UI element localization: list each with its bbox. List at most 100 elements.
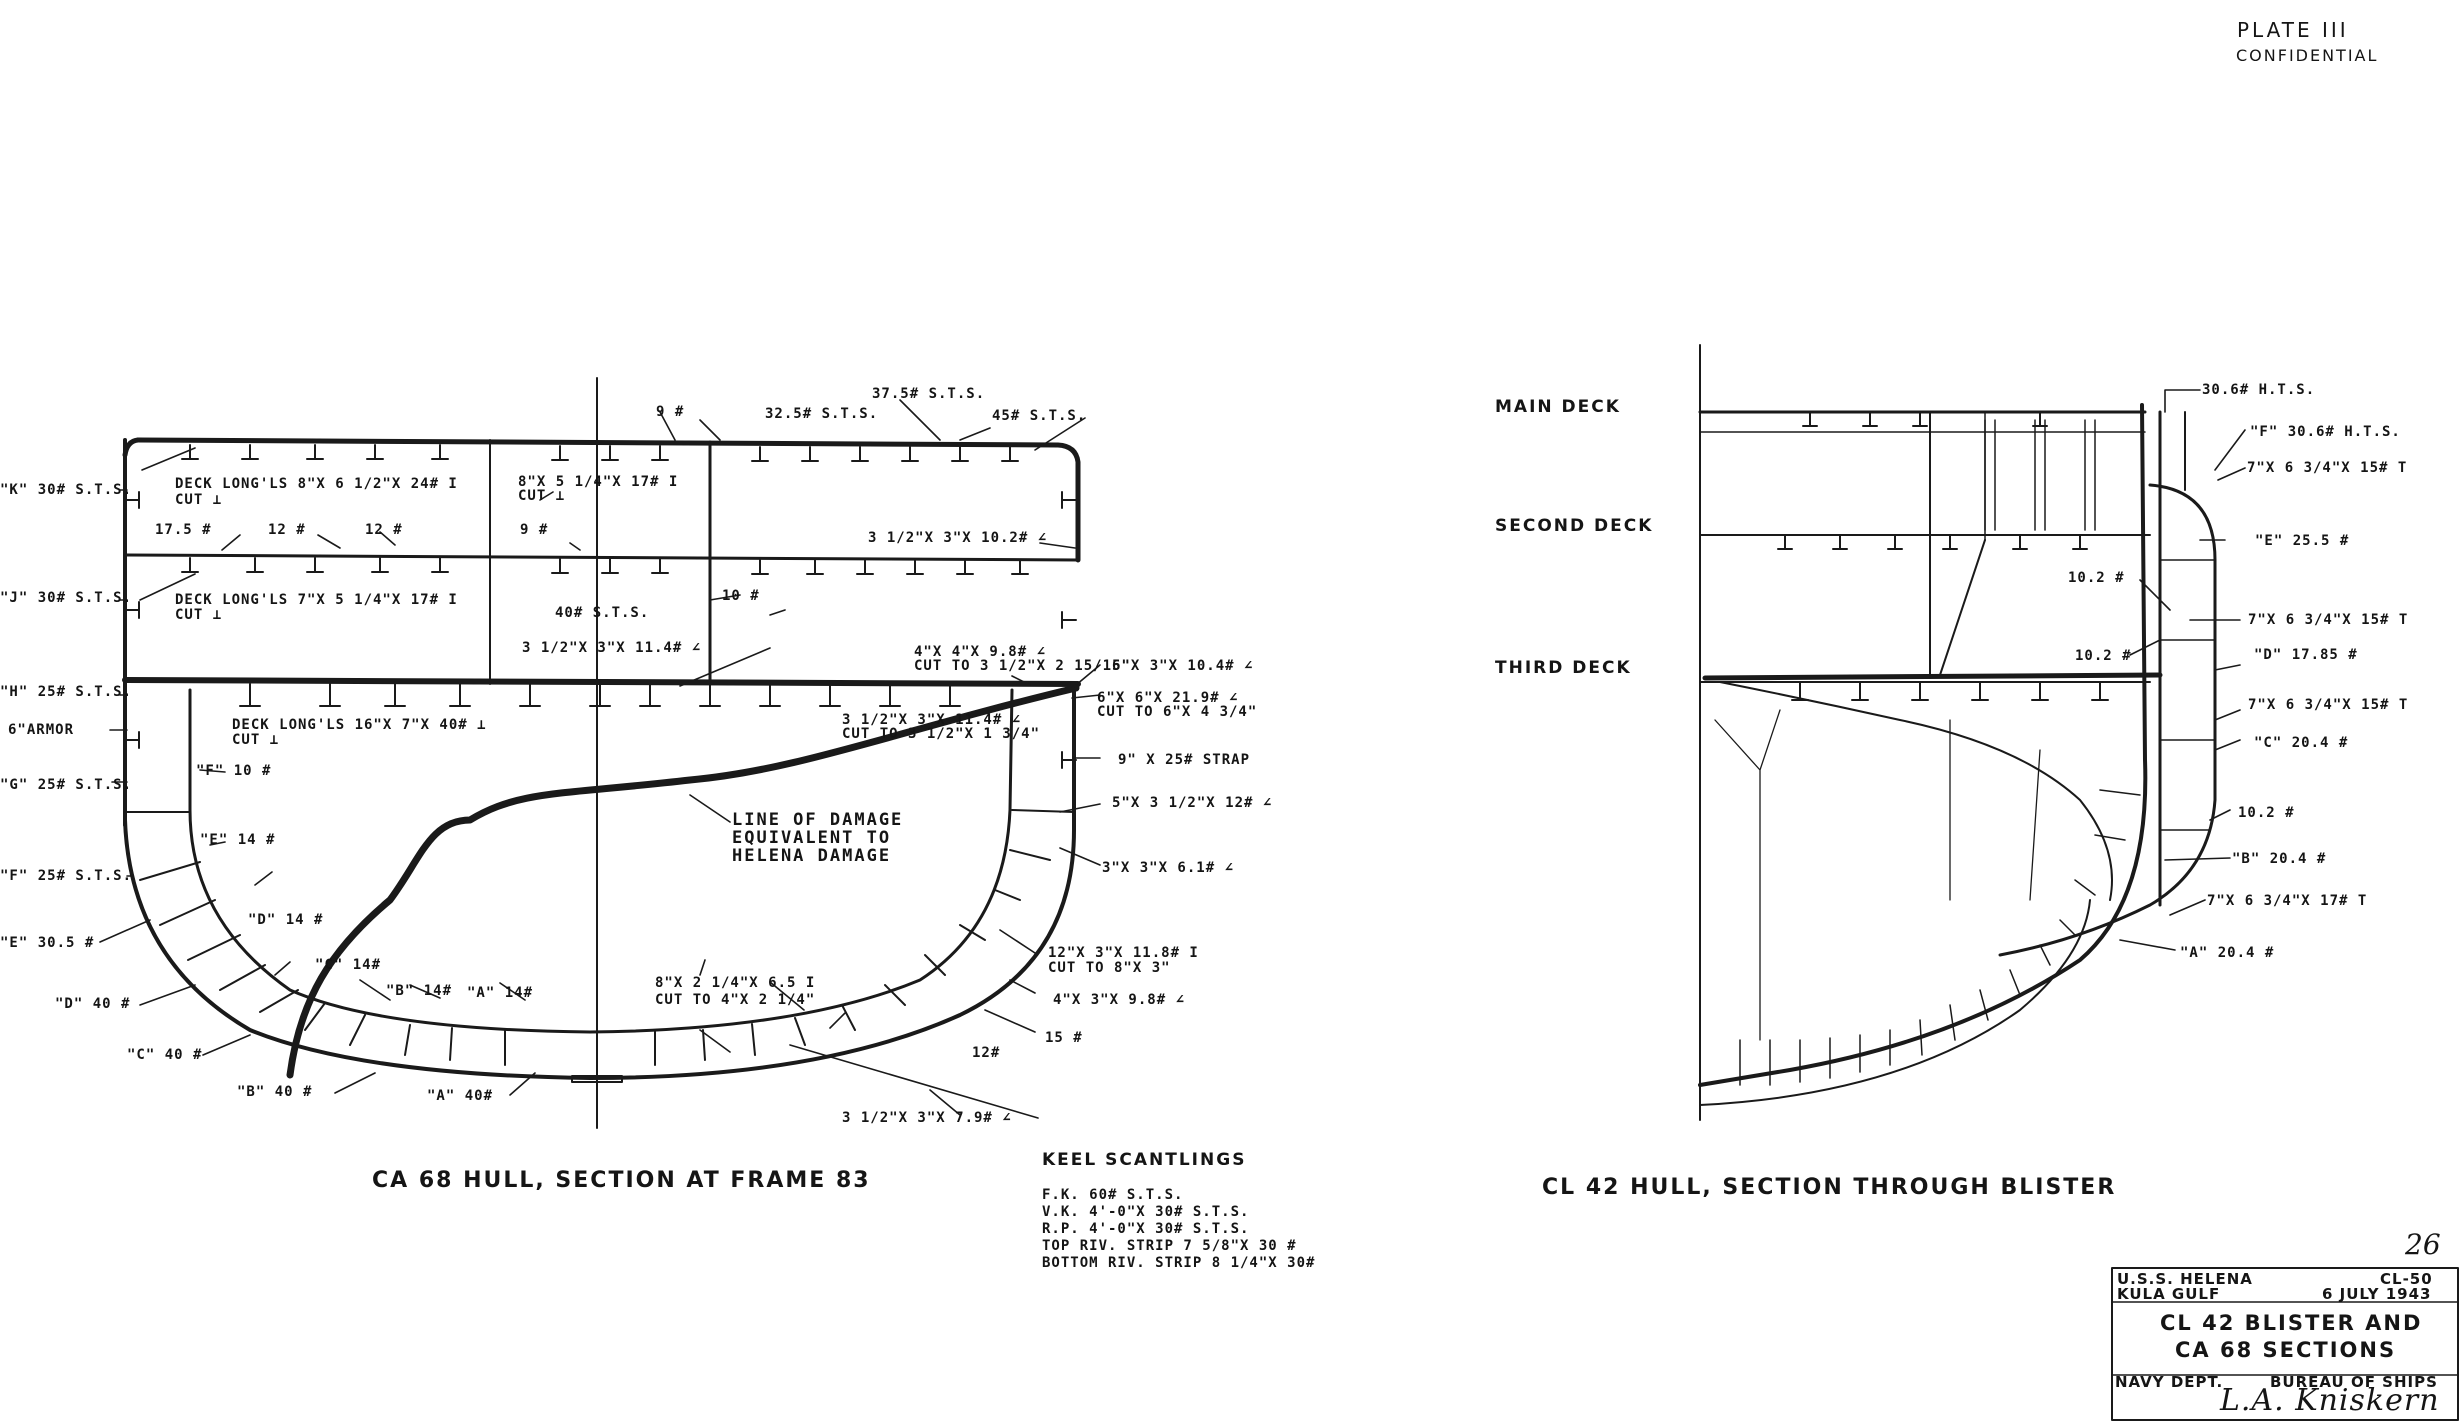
damage-label-line-3: HELENA DAMAGE	[732, 846, 892, 866]
ship-name: U.S.S. HELENA	[2117, 1270, 2253, 1288]
label-tee-3: 7"X 6 3/4"X 15# T	[2248, 697, 2409, 713]
cl42-stiffeners	[1777, 411, 2109, 701]
label-c-14: "C" 14#	[315, 957, 382, 973]
keel-scantlings-title: KEEL SCANTLINGS	[1042, 1150, 1247, 1170]
label-17-5: 17.5 #	[155, 522, 212, 538]
label-12-b: 12 #	[365, 522, 403, 538]
label-strap: 9" X 25# STRAP	[1118, 752, 1251, 768]
label-45-sts: 45# S.T.S.	[992, 408, 1087, 424]
label-5x3-5-12: 5"X 3 1/2"X 12# ∠	[1112, 795, 1273, 811]
label-37-5-sts: 37.5# S.T.S.	[872, 386, 986, 402]
label-b-strake: "B" 40 #	[237, 1084, 313, 1100]
page-number: 26	[2405, 1228, 2441, 1261]
label-4x4-9-8: 4"X 4"X 9.8# ∠	[914, 644, 1047, 660]
label-e-25-5: "E" 25.5 #	[2255, 533, 2350, 549]
label-deck-longls-2: DECK LONG'LS 7"X 5 1/4"X 17# I	[175, 592, 458, 608]
label-k-strake: "K" 30# S.T.S.	[0, 482, 133, 498]
label-40-sts: 40# S.T.S.	[555, 605, 650, 621]
navy-dept: NAVY DEPT.	[2115, 1373, 2224, 1391]
label-10-2-b: 10.2 #	[2075, 648, 2132, 664]
label-cut-8x3: CUT TO 8"X 3"	[1048, 960, 1171, 976]
label-cut-3-5x1: CUT TO 3 1/2"X 1 3/4"	[842, 726, 1041, 742]
label-3-5x3-11-4-b: 3 1/2"X 3"X 11.4# ∠	[842, 712, 1022, 728]
ca68-section-caption: CA 68 HULL, SECTION AT FRAME 83	[372, 1168, 871, 1193]
damage-label-line-2: EQUIVALENT TO	[732, 828, 892, 848]
label-cut-6x4: CUT TO 6"X 4 3/4"	[1097, 704, 1258, 720]
label-cut-beam: CUT ⊥	[518, 488, 566, 504]
label-10-2-a: 10.2 #	[2068, 570, 2125, 586]
label-d-14: "D" 14 #	[248, 912, 324, 928]
ca68-leader-lines	[99, 399, 1101, 1119]
label-10-2-c: 10.2 #	[2238, 805, 2295, 821]
keel-line-rp: R.P. 4'-0"X 30# S.T.S.	[1042, 1221, 1250, 1237]
damage-label-line-1: LINE OF DAMAGE	[732, 810, 904, 830]
label-9-a: 9 #	[520, 522, 549, 538]
label-f-30-6-hts: "F" 30.6# H.T.S.	[2250, 424, 2401, 440]
label-tee-2: 7"X 6 3/4"X 15# T	[2248, 612, 2409, 628]
plate-number: PLATE III	[2237, 18, 2349, 42]
label-10: 10 #	[722, 588, 760, 604]
label-d-strake: "D" 40 #	[55, 996, 131, 1012]
label-3-5x3-10-2: 3 1/2"X 3"X 10.2# ∠	[868, 530, 1048, 546]
label-tee-4: 7"X 6 3/4"X 17# T	[2207, 893, 2368, 909]
title-block-frame	[2111, 1267, 2459, 1421]
line-of-damage	[286, 684, 1080, 1079]
label-armor: 6"ARMOR	[8, 722, 75, 738]
label-3x3-6-1: 3"X 3"X 6.1# ∠	[1102, 860, 1235, 876]
label-third-deck: THIRD DECK	[1495, 658, 1632, 678]
label-h-strake: "H" 25# S.T.S.	[0, 684, 133, 700]
label-12x3-11-8: 12"X 3"X 11.8# I	[1048, 945, 1199, 961]
label-c-20-4: "C" 20.4 #	[2254, 735, 2349, 751]
cl42-section-caption: CL 42 HULL, SECTION THROUGH BLISTER	[1542, 1175, 2117, 1200]
label-3-5x3-7-9: 3 1/2"X 3"X 7.9# ∠	[842, 1110, 1012, 1126]
label-tee-1: 7"X 6 3/4"X 15# T	[2247, 460, 2408, 476]
label-32-5-sts: 32.5# S.T.S.	[765, 406, 879, 422]
ca68-hull-outline	[122, 377, 1081, 1129]
label-30-6-hts: 30.6# H.T.S.	[2202, 382, 2316, 398]
label-a-20-4: "A" 20.4 #	[2180, 945, 2275, 961]
label-c-strake: "C" 40 #	[127, 1047, 203, 1063]
keel-line-bottom-strip: BOTTOM RIV. STRIP 8 1/4"X 30#	[1042, 1255, 1316, 1271]
label-second-deck: SECOND DECK	[1495, 516, 1654, 536]
label-deck-longls-1: DECK LONG'LS 8"X 6 1/2"X 24# I	[175, 476, 458, 492]
label-e-strake: "E" 30.5 #	[0, 935, 95, 951]
cl42-hull-outline	[1698, 344, 2217, 1121]
label-12-a: 12 #	[268, 522, 306, 538]
label-g-strake: "G" 25# S.T.S.	[0, 777, 133, 793]
label-5x3-10-4: 5"X 3"X 10.4# ∠	[1112, 658, 1254, 674]
drawing-title-line-2: CA 68 SECTIONS	[2175, 1338, 2397, 1362]
keel-line-vk: V.K. 4'-0"X 30# S.T.S.	[1042, 1204, 1250, 1220]
battle-date: 6 JULY 1943	[2322, 1285, 2432, 1303]
hull-number: CL-50	[2380, 1270, 2433, 1288]
label-f-strake: "F" 25# S.T.S.	[0, 868, 133, 884]
label-8x2-6-5: 8"X 2 1/4"X 6.5 I	[655, 975, 816, 991]
label-6x6-21-9: 6"X 6"X 21.9# ∠	[1097, 690, 1239, 706]
label-d-17-85: "D" 17.85 #	[2254, 647, 2358, 663]
label-cut-4x2: CUT TO 4"X 2 1/4"	[655, 992, 816, 1008]
label-15: 15 #	[1045, 1030, 1083, 1046]
label-a-14: "A" 14#	[467, 985, 534, 1001]
label-j-strake: "J" 30# S.T.S.	[0, 590, 133, 606]
label-a-strake: "A" 40#	[427, 1088, 494, 1104]
label-8x5-beam: 8"X 5 1/4"X 17# I	[518, 474, 679, 490]
label-b-20-4: "B" 20.4 #	[2232, 851, 2327, 867]
label-4x3-9-8: 4"X 3"X 9.8# ∠	[1053, 992, 1186, 1008]
label-deck-longls-3: DECK LONG'LS 16"X 7"X 40# ⊥	[232, 717, 487, 733]
label-9-b: 9 #	[656, 404, 685, 420]
ca68-deck-longitudinals	[124, 444, 1077, 769]
label-f-10: "F" 10 #	[196, 763, 272, 779]
classification-label: CONFIDENTIAL	[2236, 46, 2379, 65]
label-3-5x3-11-4-a: 3 1/2"X 3"X 11.4# ∠	[522, 640, 702, 656]
label-e-14: "E" 14 #	[200, 832, 276, 848]
label-cut-3: CUT ⊥	[232, 732, 280, 748]
label-cut-2: CUT ⊥	[175, 607, 223, 623]
label-b-14: "B" 14#	[386, 983, 453, 999]
label-12: 12#	[972, 1045, 1001, 1061]
label-main-deck: MAIN DECK	[1495, 397, 1621, 417]
drawing-title-line-1: CL 42 BLISTER AND	[2160, 1311, 2423, 1335]
bureau-of-ships: BUREAU OF SHIPS	[2270, 1373, 2438, 1391]
keel-line-fk: F.K. 60# S.T.S.	[1042, 1187, 1184, 1203]
keel-line-top-strip: TOP RIV. STRIP 7 5/8"X 30 #	[1042, 1238, 1297, 1254]
label-cut-3-5x2: CUT TO 3 1/2"X 2 15/16"	[914, 658, 1131, 674]
